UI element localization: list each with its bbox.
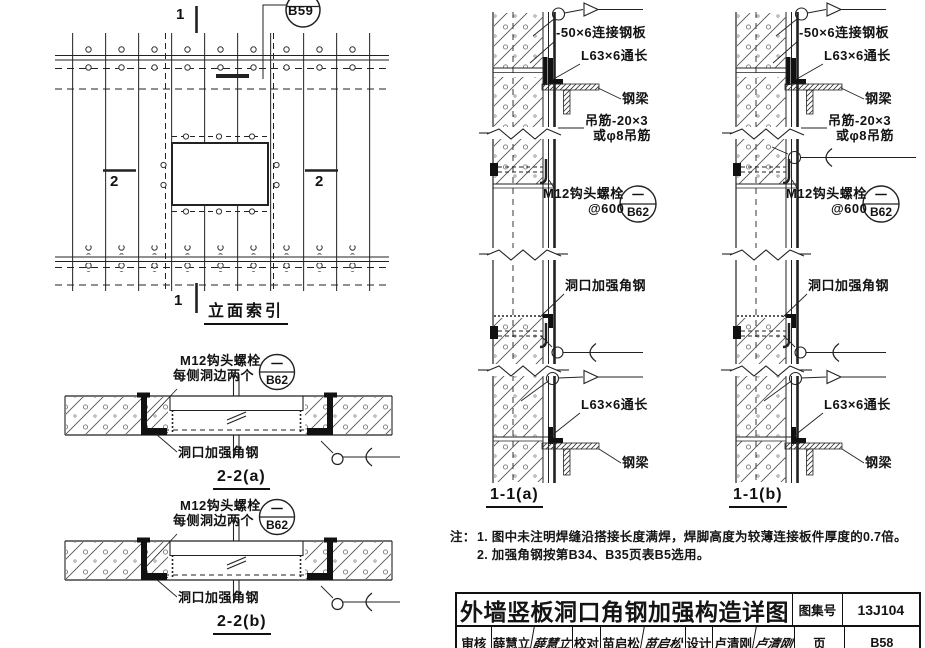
- callout-top-b: 一: [270, 502, 283, 516]
- designer-name: 卢清刚: [711, 627, 754, 648]
- checker-label: 校对: [572, 627, 600, 648]
- page-label: 页: [794, 627, 844, 648]
- checker-name: 苗启松: [599, 627, 642, 648]
- notes-label: 注：: [450, 530, 476, 544]
- callout-top-a: 一: [270, 357, 283, 371]
- section-mark-2-right-number: 2: [315, 173, 324, 190]
- label-hanger2-b: 或φ8吊筋: [836, 128, 895, 143]
- label-opening-angle-1a: 洞口加强角钢: [565, 278, 647, 293]
- sheet-title: 外墙竖板洞口角钢加强构造详图: [460, 598, 790, 625]
- callout-top-1b: 一: [874, 188, 887, 202]
- reviewer-signature: 薛慧立: [528, 627, 575, 648]
- elevation-title: 立面索引: [204, 297, 289, 325]
- label-hanger1-b: 吊筋-20×3: [828, 113, 892, 128]
- callout-b59-circle: [216, 0, 321, 79]
- wall-opening: [171, 142, 269, 206]
- label-connecting-plate-a: -50×6连接钢板: [556, 25, 647, 40]
- callout-bottom-1a: B62: [626, 205, 649, 219]
- title-block-row-2: 审核 薛慧立 薛慧立 校对 苗启松 苗启松 设计 卢清刚 卢清刚 页 B58: [457, 627, 919, 648]
- label-top-angle-a: L63×6通长: [581, 48, 648, 63]
- designer-label: 设计: [685, 627, 712, 648]
- atlas-number-label: 图集号: [792, 594, 842, 625]
- label-two-per-side-b: 每侧洞边两个: [173, 513, 255, 528]
- label-opening-angle-1b: 洞口加强角钢: [808, 278, 890, 293]
- section-title-2-2b: 2-2(b): [213, 613, 271, 635]
- label-opening-angle-a: 洞口加强角钢: [178, 445, 260, 460]
- label-hanger2-a: 或φ8吊筋: [593, 128, 652, 143]
- label-m12-bolt-a: M12钩头螺栓: [180, 353, 261, 368]
- callout-top-1a: 一: [631, 188, 644, 202]
- label-bottom-angle-b: L63×6通长: [824, 397, 891, 412]
- label-at600-b: @600: [831, 201, 868, 216]
- section-title-1-1b: 1-1(b): [729, 486, 787, 508]
- label-m12-bolt-1a: M12钩头螺栓: [543, 186, 624, 201]
- section-mark-1-bottom-number: 1: [174, 292, 183, 309]
- label-bottom-angle-a: L63×6通长: [581, 397, 648, 412]
- reviewer-name: 薛慧立: [490, 627, 532, 648]
- callout-bottom-1b: B62: [869, 205, 892, 219]
- reviewer-label: 审核: [461, 637, 487, 648]
- section-title-1-1a: 1-1(a): [486, 486, 543, 508]
- callout-bottom-a: B62: [265, 373, 288, 387]
- label-top-beam-a: 钢梁: [622, 91, 650, 106]
- page-number: B58: [843, 627, 919, 648]
- section-mark-2-left-number: 2: [110, 173, 119, 190]
- label-bottom-beam-b: 钢梁: [865, 455, 893, 470]
- label-at600-a: @600: [588, 201, 625, 216]
- callout-bottom-b: B62: [265, 518, 288, 532]
- designer-signature: 卢清刚: [750, 627, 797, 648]
- note-line-1: 1. 图中未注明焊缝沿搭接长度满焊，焊脚高度为较薄连接板件厚度的0.7倍。: [477, 530, 907, 544]
- label-hanger1-a: 吊筋-20×3: [585, 113, 649, 128]
- label-top-angle-b: L63×6通长: [824, 48, 891, 63]
- label-two-per-side-a: 每侧洞边两个: [173, 368, 255, 383]
- label-bottom-beam-a: 钢梁: [622, 455, 650, 470]
- atlas-number-value: 13J104: [841, 594, 919, 625]
- note-line-2: 2. 加强角钢按第B34、B35页表B5选用。: [477, 548, 710, 562]
- section-title-2-2a: 2-2(a): [213, 468, 270, 490]
- label-connecting-plate-b: -50×6连接钢板: [799, 25, 890, 40]
- callout-b59-label: B59: [288, 3, 314, 18]
- label-top-beam-b: 钢梁: [865, 91, 893, 106]
- label-opening-angle-b: 洞口加强角钢: [178, 590, 260, 605]
- label-m12-bolt-1b: M12钩头螺栓: [786, 186, 867, 201]
- checker-signature: 苗启松: [638, 627, 688, 648]
- weld-allaround-icon: [771, 146, 916, 168]
- section-mark-1-top-number: 1: [176, 6, 185, 23]
- elevation-index-drawing: [55, 0, 389, 313]
- title-block-row-1: 外墙竖板洞口角钢加强构造详图 图集号 13J104: [457, 594, 919, 627]
- title-block: 外墙竖板洞口角钢加强构造详图 图集号 13J104 审核 薛慧立 薛慧立 校对 …: [455, 592, 921, 648]
- label-m12-bolt-b: M12钩头螺栓: [180, 498, 261, 513]
